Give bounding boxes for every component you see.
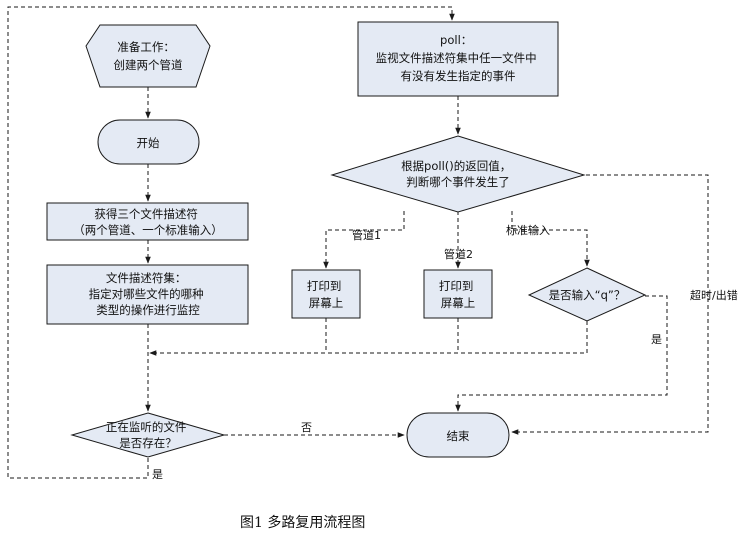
label-yes-input-q: 是 [651,333,662,346]
label-no: 否 [301,421,312,434]
label-stdin: 标准输入 [506,223,550,237]
node-print-2-text: 打印到 屏幕上 [439,279,477,310]
node-start-text: 开始 [137,136,160,150]
figure-caption: 图1 多路复用流程图 [240,514,365,531]
node-fd-set: 文件描述符集： 指定对哪些文件的哪种 类型的操作进行监控 [46,264,249,325]
node-prepare: 准备工作： 创建两个管道 [85,24,211,88]
node-poll-return: 根据poll()的返回值， 判断哪个事件发生了 [330,135,586,213]
node-print-1-text: 打印到 屏幕上 [307,279,345,310]
edge-decision-pipe1 [323,211,405,269]
node-fd-set-text: 文件描述符集： 指定对哪些文件的哪种 类型的操作进行监控 [89,271,208,317]
node-poll: poll： 监视文件描述符集中任一文件中 有没有发生指定的事件 [357,21,559,97]
label-pipe2: 管道2 [444,247,473,261]
edge-decision-stdin [511,211,590,267]
node-get-fds: 获得三个文件描述符 （两个管道、一个标准输入） [46,202,249,241]
node-poll-text: poll： 监视文件描述符集中任一文件中 有没有发生指定的事件 [376,33,541,83]
node-print-1: 打印到 屏幕上 [291,269,361,319]
node-input-q: 是否输入“q”？ [527,267,647,322]
node-poll-return-text: 根据poll()的返回值， 判断哪个事件发生了 [401,159,515,189]
node-print-2: 打印到 屏幕上 [423,269,493,319]
label-pipe1: 管道1 [352,228,381,242]
edge-inputq-yes [455,295,668,412]
node-end: 结束 [406,412,510,458]
edges [7,6,709,479]
edge-inputq-merge [149,321,588,356]
node-monitoring-text: 正在监听的文件 是否存在？ [106,420,190,450]
node-start: 开始 [97,119,200,165]
edge-decision-timeout [511,174,709,435]
node-prepare-text: 准备工作： 创建两个管道 [114,40,183,72]
label-yes-loop: 是 [152,468,163,481]
node-input-q-text: 是否输入“q”？ [549,288,626,302]
node-monitoring: 正在监听的文件 是否存在？ [70,412,226,458]
node-end-text: 结束 [447,429,470,443]
label-timeout: 超时/出错 [690,288,738,302]
node-get-fds-text: 获得三个文件描述符 （两个管道、一个标准输入） [73,207,223,237]
edge-monitoring-yes-loop [7,6,455,479]
